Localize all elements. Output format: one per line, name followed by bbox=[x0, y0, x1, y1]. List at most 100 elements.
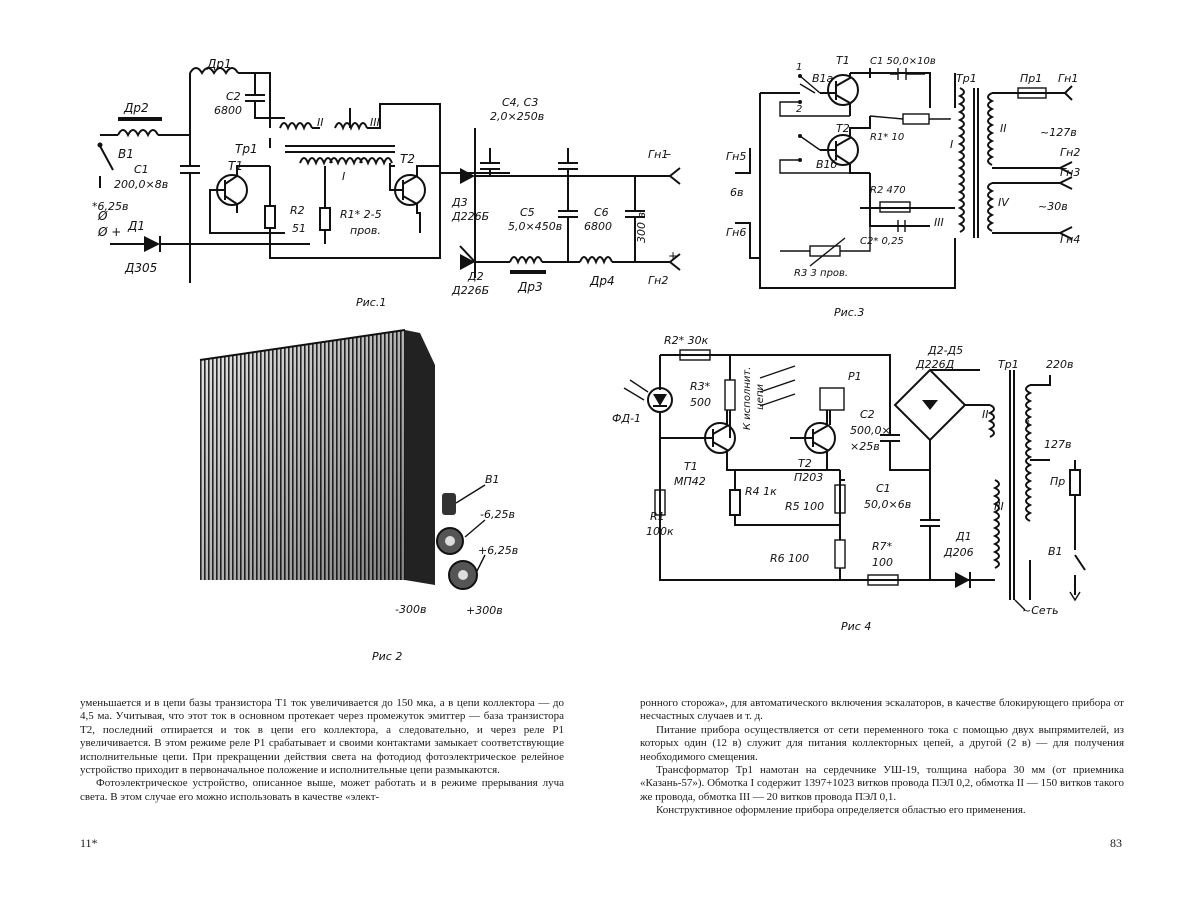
svg-text:~Сеть: ~Сеть bbox=[1022, 604, 1059, 617]
svg-text:Гн6: Гн6 bbox=[726, 226, 746, 239]
svg-text:R1: R1 bbox=[650, 510, 665, 523]
svg-text:Д3: Д3 bbox=[451, 196, 468, 209]
svg-text:R3 3 пров.: R3 3 пров. bbox=[794, 268, 848, 279]
svg-text:100к: 100к bbox=[646, 525, 674, 538]
svg-text:II: II bbox=[1000, 122, 1007, 135]
svg-text:Тр1: Тр1 bbox=[998, 358, 1019, 371]
svg-text:R2: R2 bbox=[290, 204, 305, 217]
svg-text:С2: С2 bbox=[860, 408, 875, 421]
svg-text:Пр1: Пр1 bbox=[1020, 72, 1042, 85]
svg-text:Др2: Др2 bbox=[123, 101, 149, 115]
svg-text:Д1: Д1 bbox=[955, 530, 972, 543]
svg-text:Гн1: Гн1 bbox=[648, 148, 668, 161]
fig4-caption: Рис 4 bbox=[841, 620, 872, 633]
svg-text:×25в: ×25в bbox=[850, 440, 880, 453]
svg-text:R1* 2-5: R1* 2-5 bbox=[340, 208, 382, 221]
svg-text:С6: С6 bbox=[594, 206, 609, 219]
fig1-caption: Рис.1 bbox=[356, 296, 387, 309]
svg-text:Тр1: Тр1 bbox=[235, 142, 258, 156]
svg-text:III: III bbox=[994, 500, 1004, 513]
svg-text:+: + bbox=[668, 249, 678, 263]
left-text-column: уменьшается и в цепи базы транзистора Т1… bbox=[80, 697, 564, 804]
svg-text:I: I bbox=[1026, 418, 1029, 431]
svg-text:R6 100: R6 100 bbox=[770, 552, 809, 565]
svg-text:IV: IV bbox=[998, 196, 1010, 209]
svg-text:Т1: Т1 bbox=[228, 159, 243, 173]
svg-text:+300в: +300в bbox=[466, 604, 503, 617]
svg-text:Т2: Т2 bbox=[836, 122, 850, 135]
svg-text:I: I bbox=[950, 138, 953, 151]
svg-text:500,0×: 500,0× bbox=[850, 424, 891, 437]
svg-text:П203: П203 bbox=[794, 471, 823, 484]
svg-text:Д305: Д305 bbox=[124, 261, 157, 275]
svg-text:ФД-1: ФД-1 bbox=[612, 412, 641, 425]
svg-text:Др4: Др4 bbox=[589, 274, 615, 288]
svg-text:Др3: Др3 bbox=[517, 280, 543, 294]
svg-text:R3*: R3* bbox=[690, 380, 711, 393]
svg-text:*6,25в: *6,25в bbox=[92, 200, 128, 213]
right-text-column: ронного сторожа», для автоматического вк… bbox=[640, 697, 1124, 818]
svg-text:Д226Б: Д226Б bbox=[451, 210, 489, 223]
right-paragraph-4: Конструктивное оформление прибора опреде… bbox=[656, 804, 1026, 817]
svg-text:6в: 6в bbox=[730, 186, 743, 199]
svg-text:51: 51 bbox=[292, 222, 306, 235]
svg-text:С1 50,0×10в: С1 50,0×10в bbox=[870, 56, 936, 67]
right-paragraph-3: Трансформатор Тр1 намотан на сердечнике … bbox=[640, 764, 1124, 803]
svg-text:200,0×8в: 200,0×8в bbox=[114, 178, 168, 191]
svg-text:Т1: Т1 bbox=[684, 460, 698, 473]
figure-3-schematic: Т1 В1а С1 50,0×10в Тр1 Пр1 Гн1 Гн5 6в Гн… bbox=[720, 48, 1090, 298]
svg-text:Т2: Т2 bbox=[400, 152, 415, 166]
svg-text:Гн4: Гн4 bbox=[1060, 233, 1080, 246]
figure-1-schematic: Ø Ø + Др1 Др2 С2 6800 Тр1 II III I Т1 Т2… bbox=[80, 48, 681, 318]
svg-text:С5: С5 bbox=[520, 206, 535, 219]
svg-text:-6,25в: -6,25в bbox=[480, 508, 515, 521]
svg-text:К исполнит.: К исполнит. bbox=[742, 367, 753, 430]
page-number-right: 83 bbox=[1110, 836, 1122, 850]
figure-2-photo: В1 -6,25в +6,25в -300в +300в bbox=[180, 325, 520, 625]
svg-text:6800: 6800 bbox=[584, 220, 612, 233]
svg-text:220в: 220в bbox=[1046, 358, 1073, 371]
svg-text:6800: 6800 bbox=[214, 104, 242, 117]
fig1-label-dr1: Др1 bbox=[206, 57, 232, 71]
svg-text:500: 500 bbox=[690, 396, 711, 409]
svg-text:–: – bbox=[665, 147, 671, 161]
svg-text:Гн3: Гн3 bbox=[1060, 166, 1080, 179]
svg-text:С4, С3: С4, С3 bbox=[502, 96, 538, 109]
svg-text:Т1: Т1 bbox=[836, 54, 850, 67]
svg-text:50,0×6в: 50,0×6в bbox=[864, 498, 911, 511]
left-paragraph-1: уменьшается и в цепи базы транзистора Т1… bbox=[80, 697, 564, 777]
svg-text:МП42: МП42 bbox=[674, 475, 706, 488]
svg-text:Д2: Д2 bbox=[467, 270, 484, 283]
svg-text:С1: С1 bbox=[134, 163, 149, 176]
svg-text:R7*: R7* bbox=[872, 540, 893, 553]
svg-text:Гн5: Гн5 bbox=[726, 150, 746, 163]
svg-text:100: 100 bbox=[872, 556, 893, 569]
svg-text:III: III bbox=[934, 216, 944, 229]
fig2-caption: Рис 2 bbox=[372, 650, 403, 663]
svg-text:Ø: Ø bbox=[97, 209, 108, 223]
svg-text:Гн1: Гн1 bbox=[1058, 72, 1078, 85]
page-number-left: 11* bbox=[80, 836, 98, 850]
svg-text:Гн2: Гн2 bbox=[1060, 146, 1080, 159]
svg-text:Д1: Д1 bbox=[127, 219, 145, 233]
svg-text:Д226Б: Д226Б bbox=[451, 284, 489, 297]
svg-text:В1: В1 bbox=[485, 473, 500, 486]
svg-text:В1: В1 bbox=[1048, 545, 1063, 558]
svg-text:R1* 10: R1* 10 bbox=[870, 132, 904, 143]
svg-text:300 в: 300 в bbox=[635, 212, 648, 243]
svg-text:Д206: Д206 bbox=[943, 546, 974, 559]
svg-text:III: III bbox=[370, 116, 380, 129]
svg-text:цепи: цепи bbox=[755, 384, 766, 410]
svg-text:В1б: В1б bbox=[816, 158, 838, 171]
svg-text:пров.: пров. bbox=[350, 224, 381, 237]
svg-text:I: I bbox=[342, 170, 345, 183]
svg-text:II: II bbox=[982, 408, 989, 421]
svg-text:С2: С2 bbox=[226, 90, 241, 103]
fig3-caption: Рис.3 bbox=[834, 306, 865, 319]
right-paragraph-1: ронного сторожа», для автоматического вк… bbox=[640, 697, 1124, 723]
svg-text:R2 470: R2 470 bbox=[870, 185, 906, 196]
svg-text:II: II bbox=[317, 116, 324, 129]
svg-text:127в: 127в bbox=[1044, 438, 1071, 451]
svg-text:~127в: ~127в bbox=[1040, 126, 1077, 139]
svg-text:1: 1 bbox=[796, 62, 802, 73]
